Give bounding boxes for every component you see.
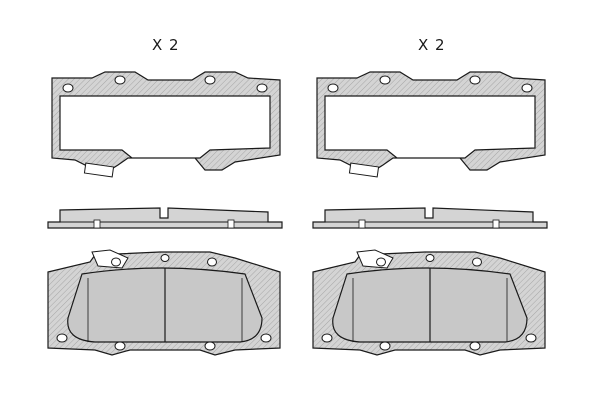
friction-face-left (47, 249, 281, 356)
backing-plate-right (316, 71, 546, 178)
side-profile-left (47, 207, 283, 229)
friction-face-right (312, 249, 546, 356)
quantity-label-left: X 2 (152, 36, 180, 54)
backing-plate-left (51, 71, 281, 178)
quantity-label-right: X 2 (418, 36, 446, 54)
side-profile-right (312, 207, 548, 229)
